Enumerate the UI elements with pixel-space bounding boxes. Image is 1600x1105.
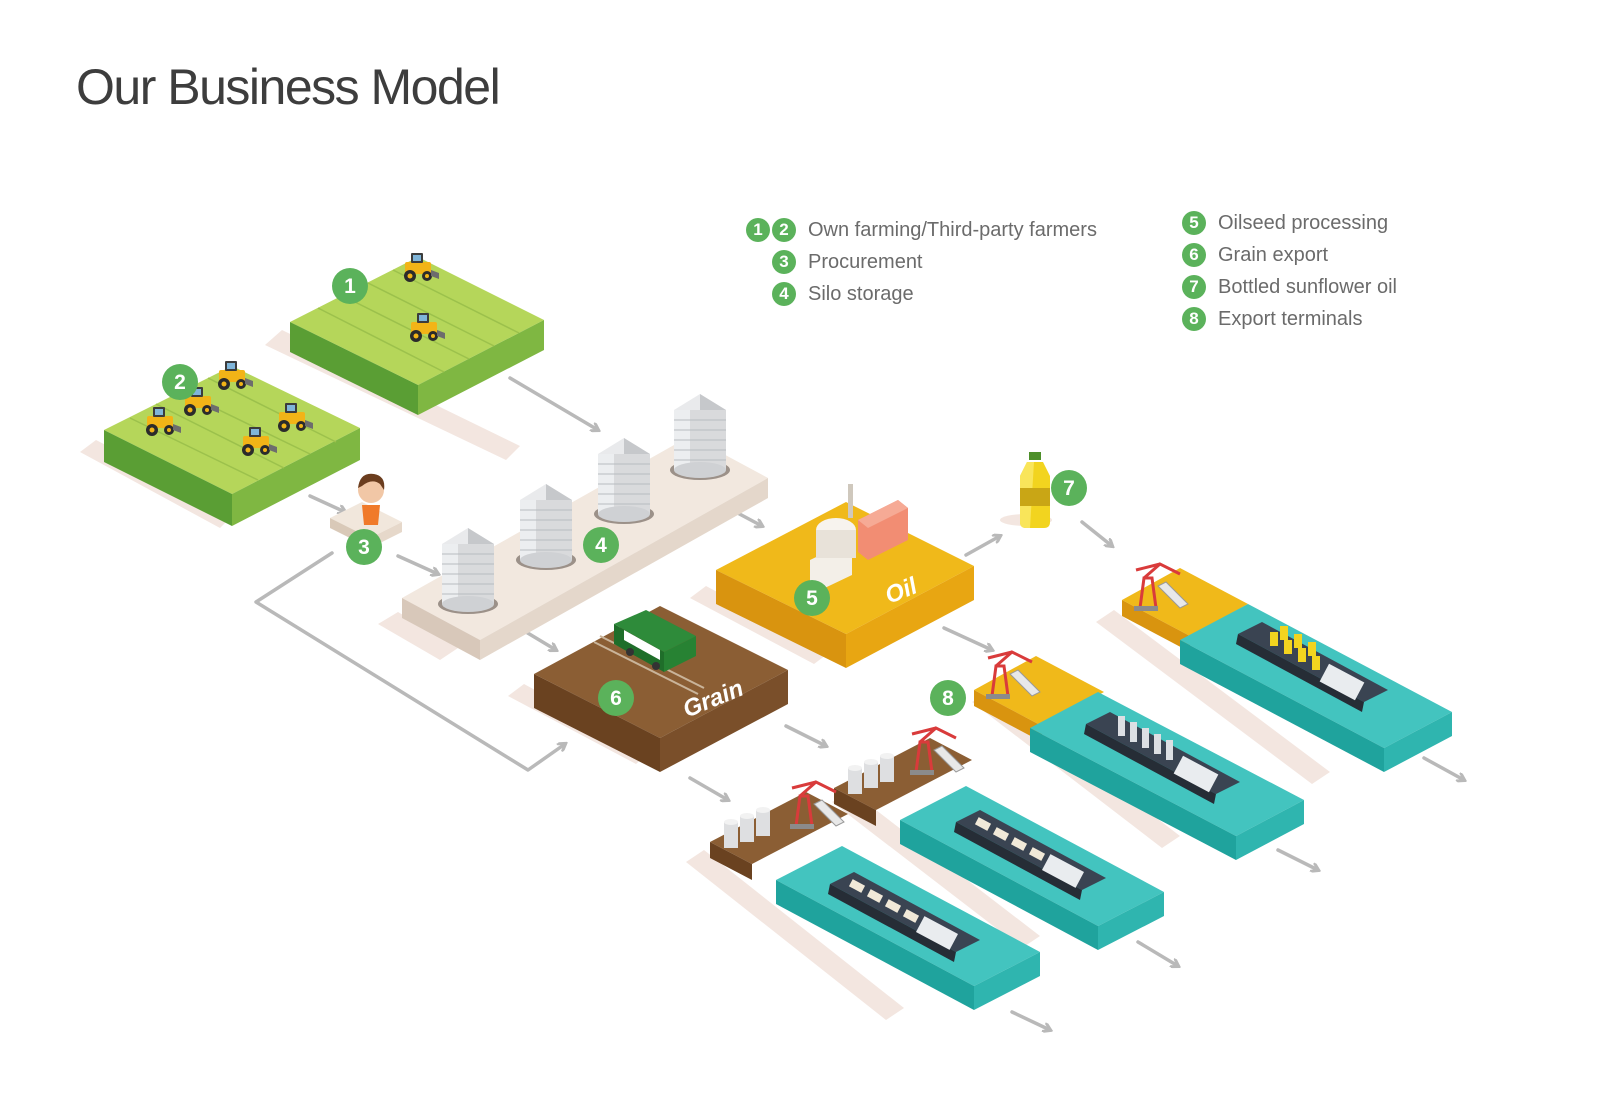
legend-item-grain-export: 6 Grain export xyxy=(1178,239,1397,271)
silo-icon xyxy=(593,437,655,525)
legend-badge-7: 7 xyxy=(1182,275,1206,299)
svg-text:3: 3 xyxy=(358,536,370,559)
legend-item-bottled-oil: 7 Bottled sunflower oil xyxy=(1178,271,1397,303)
svg-text:7: 7 xyxy=(1063,477,1075,500)
legend-label-bottled-oil: Bottled sunflower oil xyxy=(1218,275,1397,298)
svg-text:5: 5 xyxy=(806,587,818,610)
legend-item-silo: 4 Silo storage xyxy=(738,278,1097,310)
oil-export-terminal xyxy=(1096,562,1452,784)
legend-label-farming: Own farming/Third-party farmers xyxy=(808,218,1097,241)
grain-export-terminal-a xyxy=(832,726,1164,950)
legend-badge-2: 2 xyxy=(772,218,796,242)
legend-right: 5 Oilseed processing 6 Grain export 7 Bo… xyxy=(1178,207,1397,335)
legend-item-procurement: 3 Procurement xyxy=(738,246,1097,278)
svg-text:8: 8 xyxy=(942,687,954,710)
silo-storage-platform xyxy=(378,393,768,660)
svg-text:6: 6 xyxy=(610,687,622,710)
legend-label-silo: Silo storage xyxy=(808,282,914,305)
step-badge-7: 7 xyxy=(1051,470,1087,506)
factory-icon xyxy=(810,484,908,595)
legend-label-grain-export: Grain export xyxy=(1218,243,1329,266)
bulk-carrier-icon xyxy=(954,810,1106,900)
legend-badge-5: 5 xyxy=(1182,211,1206,235)
step-badges: 1 2 3 4 5 6 7 8 xyxy=(162,268,1087,716)
legend-badge-4: 4 xyxy=(772,282,796,306)
step-badge-4: 4 xyxy=(583,527,619,563)
step-badge-8: 8 xyxy=(930,680,966,716)
legend-item-oilseed: 5 Oilseed processing xyxy=(1178,207,1397,239)
legend-badge-1: 1 xyxy=(746,218,770,242)
legend-item-farming: 1 2 Own farming/Third-party farmers xyxy=(738,214,1097,246)
legend-label-export-terminals: Export terminals xyxy=(1218,307,1363,330)
legend-item-export-terminals: 8 Export terminals xyxy=(1178,303,1397,335)
oil-bottle-icon xyxy=(1000,452,1052,528)
svg-text:1: 1 xyxy=(344,275,356,298)
svg-text:2: 2 xyxy=(174,371,186,394)
svg-text:4: 4 xyxy=(595,534,607,557)
legend-label-oilseed: Oilseed processing xyxy=(1218,211,1389,234)
grain-export-terminal-b xyxy=(686,780,1040,1020)
cargo-ship-icon xyxy=(1084,712,1240,804)
step-badge-5: 5 xyxy=(794,580,830,616)
flow-arrows xyxy=(254,376,1464,1030)
silo-icon xyxy=(437,527,499,615)
legend-badge-6: 6 xyxy=(1182,243,1206,267)
bulk-carrier-icon xyxy=(828,872,980,962)
step-badge-6: 6 xyxy=(598,680,634,716)
step-badge-2: 2 xyxy=(162,364,198,400)
page-title: Our Business Model xyxy=(76,59,501,115)
rail-wagon-icon xyxy=(614,610,696,672)
legend-label-procurement: Procurement xyxy=(808,250,923,273)
step-badge-3: 3 xyxy=(346,529,382,565)
grain-export-tile: Grain xyxy=(508,606,788,772)
own-farming-tile xyxy=(265,253,544,460)
silo-icon xyxy=(515,483,577,571)
third-party-farmers-tile xyxy=(80,361,360,528)
legend-badge-3: 3 xyxy=(772,250,796,274)
silo-icon xyxy=(669,393,731,481)
tanker-ship-icon xyxy=(1236,622,1388,712)
step-badge-1: 1 xyxy=(332,268,368,304)
export-terminal-8 xyxy=(972,650,1304,860)
oilseed-processing-tile: Oil xyxy=(690,484,974,668)
legend-badge-8: 8 xyxy=(1182,307,1206,331)
legend-left: 1 2 Own farming/Third-party farmers 3 Pr… xyxy=(738,214,1097,310)
